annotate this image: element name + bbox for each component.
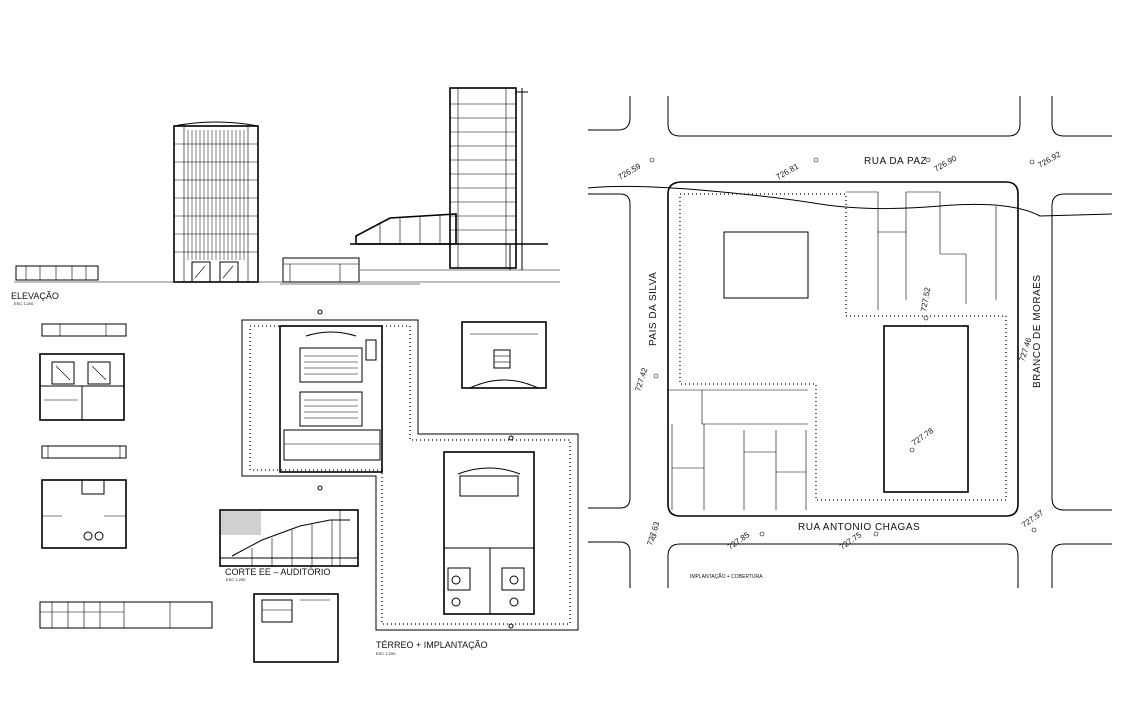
terreo-title: TÉRREO + IMPLANTAÇÃO (376, 640, 488, 650)
street-south: RUA ANTONIO CHAGAS (798, 522, 920, 533)
floor-plan-tower-small (39, 353, 125, 421)
corte-auditorio (219, 509, 359, 567)
level-6: 727.42 (633, 366, 649, 393)
elevation-drawing (14, 87, 560, 285)
level-8: 727.78 (910, 426, 936, 448)
level-11: 727.75 (838, 530, 864, 552)
implantacao-cobertura-plan (587, 96, 1113, 588)
street-west: PAIS DA SILVA (648, 272, 659, 346)
floor-plan-upper (461, 321, 547, 389)
level-5: 727.52 (919, 286, 932, 312)
floor-plan-small-3 (253, 593, 339, 663)
elevacao-title: ELEVAÇÃO (11, 291, 59, 301)
tower-a (173, 121, 259, 283)
elevacao-scale: ESC 1:200 (14, 301, 34, 306)
level-2: 726.81 (775, 161, 801, 181)
street-north: RUA DA PAZ (864, 156, 927, 167)
terreo-scale: ESC 1:200 (376, 651, 396, 656)
section-small-3 (39, 601, 213, 629)
tower-b (350, 87, 560, 271)
level-9: 727.63 (645, 520, 661, 547)
level-1: 726.59 (617, 161, 643, 181)
implantacao-title: IMPLANTAÇÃO + COBERTURA (690, 573, 763, 580)
floor-plan-small-2 (41, 479, 127, 549)
level-12: 727.57 (1020, 508, 1046, 530)
level-3: 726.90 (933, 153, 959, 173)
level-10: 727.85 (726, 530, 752, 552)
section-small-2 (41, 445, 127, 459)
level-4: 726.92 (1037, 149, 1063, 169)
street-east: BRANCO DE MORAES (1032, 274, 1043, 388)
terreo-implantacao (241, 309, 579, 631)
section-small-1 (41, 323, 127, 337)
corte-title: CORTE EE – AUDITÓRIO (225, 567, 330, 577)
corte-scale: ESC 1:200 (226, 577, 246, 582)
